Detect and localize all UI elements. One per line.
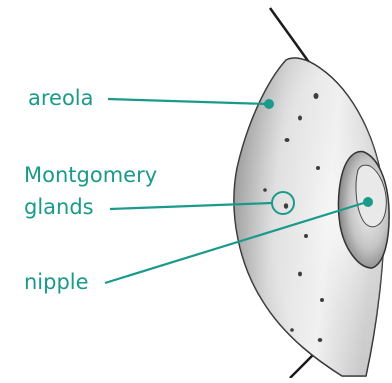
label-montgomery-line2: glands xyxy=(24,195,94,219)
label-areola: areola xyxy=(28,86,94,110)
areola-leader-line xyxy=(108,99,268,104)
label-nipple: nipple xyxy=(24,270,89,294)
label-montgomery-line1: Montgomery xyxy=(24,163,157,187)
nipple-leader-dot xyxy=(363,197,373,207)
areola-leader-dot xyxy=(264,99,274,109)
